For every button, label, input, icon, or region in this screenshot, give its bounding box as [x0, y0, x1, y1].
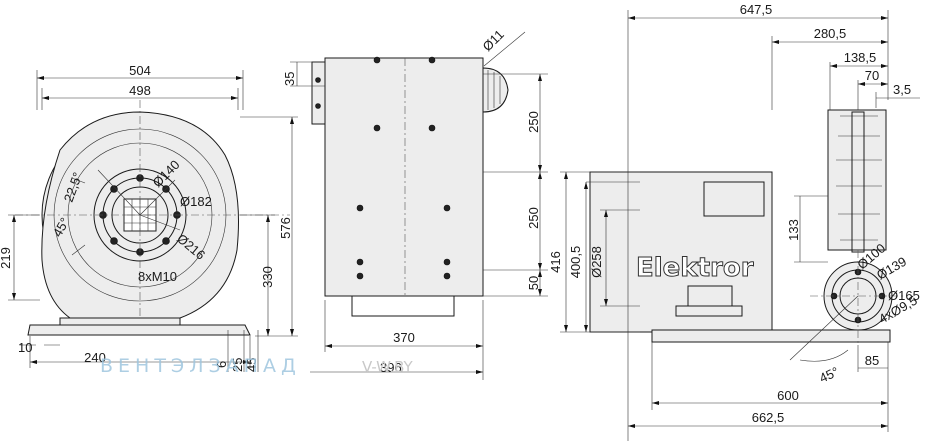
dim-416: 416: [548, 251, 563, 273]
dim-280-5: 280,5: [814, 26, 847, 41]
angle-45-right: 45°: [817, 364, 841, 386]
dim-138-5: 138,5: [844, 50, 877, 65]
dim-35: 35: [282, 72, 297, 86]
dim-25: 25: [230, 358, 245, 372]
thread-8xm10: 8xM10: [138, 269, 177, 284]
motor-body: [589, 171, 773, 333]
side-outlet: [482, 67, 509, 113]
dim-50: 50: [526, 276, 541, 290]
front-view: [8, 70, 298, 372]
dim-240: 240: [84, 350, 106, 365]
dim-250-a: 250: [526, 111, 541, 133]
dim-70: 70: [865, 68, 879, 83]
dim-576: 576: [278, 217, 293, 239]
dim-250-b: 250: [526, 207, 541, 229]
side-plate: [324, 57, 484, 297]
brand-logo-text: Elektror: [636, 253, 754, 283]
impeller-housing: [827, 109, 887, 251]
right-view: [560, 10, 920, 441]
dim-498: 498: [129, 83, 151, 98]
dim-133: 133: [786, 219, 801, 241]
dim-45: 45: [244, 358, 259, 372]
front-base: [27, 324, 251, 336]
watermark-text: ВЕНТЭЛЗАПАД: [100, 355, 301, 377]
dia-258: Ø258: [589, 246, 604, 278]
dim-396: 396: [380, 360, 402, 375]
dia-182: Ø182: [180, 194, 212, 209]
dim-85: 85: [865, 353, 879, 368]
terminal-box: [703, 181, 765, 217]
watermark-site: V-W.BY: [362, 358, 414, 376]
dim-647-5: 647,5: [740, 2, 773, 17]
dim-370: 370: [393, 330, 415, 345]
dia-11: Ø11: [480, 27, 507, 54]
dim-10: 10: [18, 340, 32, 355]
side-flange: [311, 61, 326, 125]
dia-165: Ø165: [888, 288, 920, 303]
dim-219: 219: [0, 247, 13, 269]
dim-504: 504: [129, 63, 151, 78]
dim-330: 330: [260, 266, 275, 288]
right-base: [651, 329, 891, 343]
dim-6: 6: [214, 361, 229, 368]
dim-400-5: 400,5: [568, 246, 583, 279]
side-view: [290, 31, 548, 380]
side-foot: [351, 295, 455, 317]
dim-3-5: 3,5: [893, 82, 911, 97]
dim-600: 600: [777, 388, 799, 403]
side-bolts: [315, 56, 451, 280]
dim-662-5: 662,5: [752, 410, 785, 425]
